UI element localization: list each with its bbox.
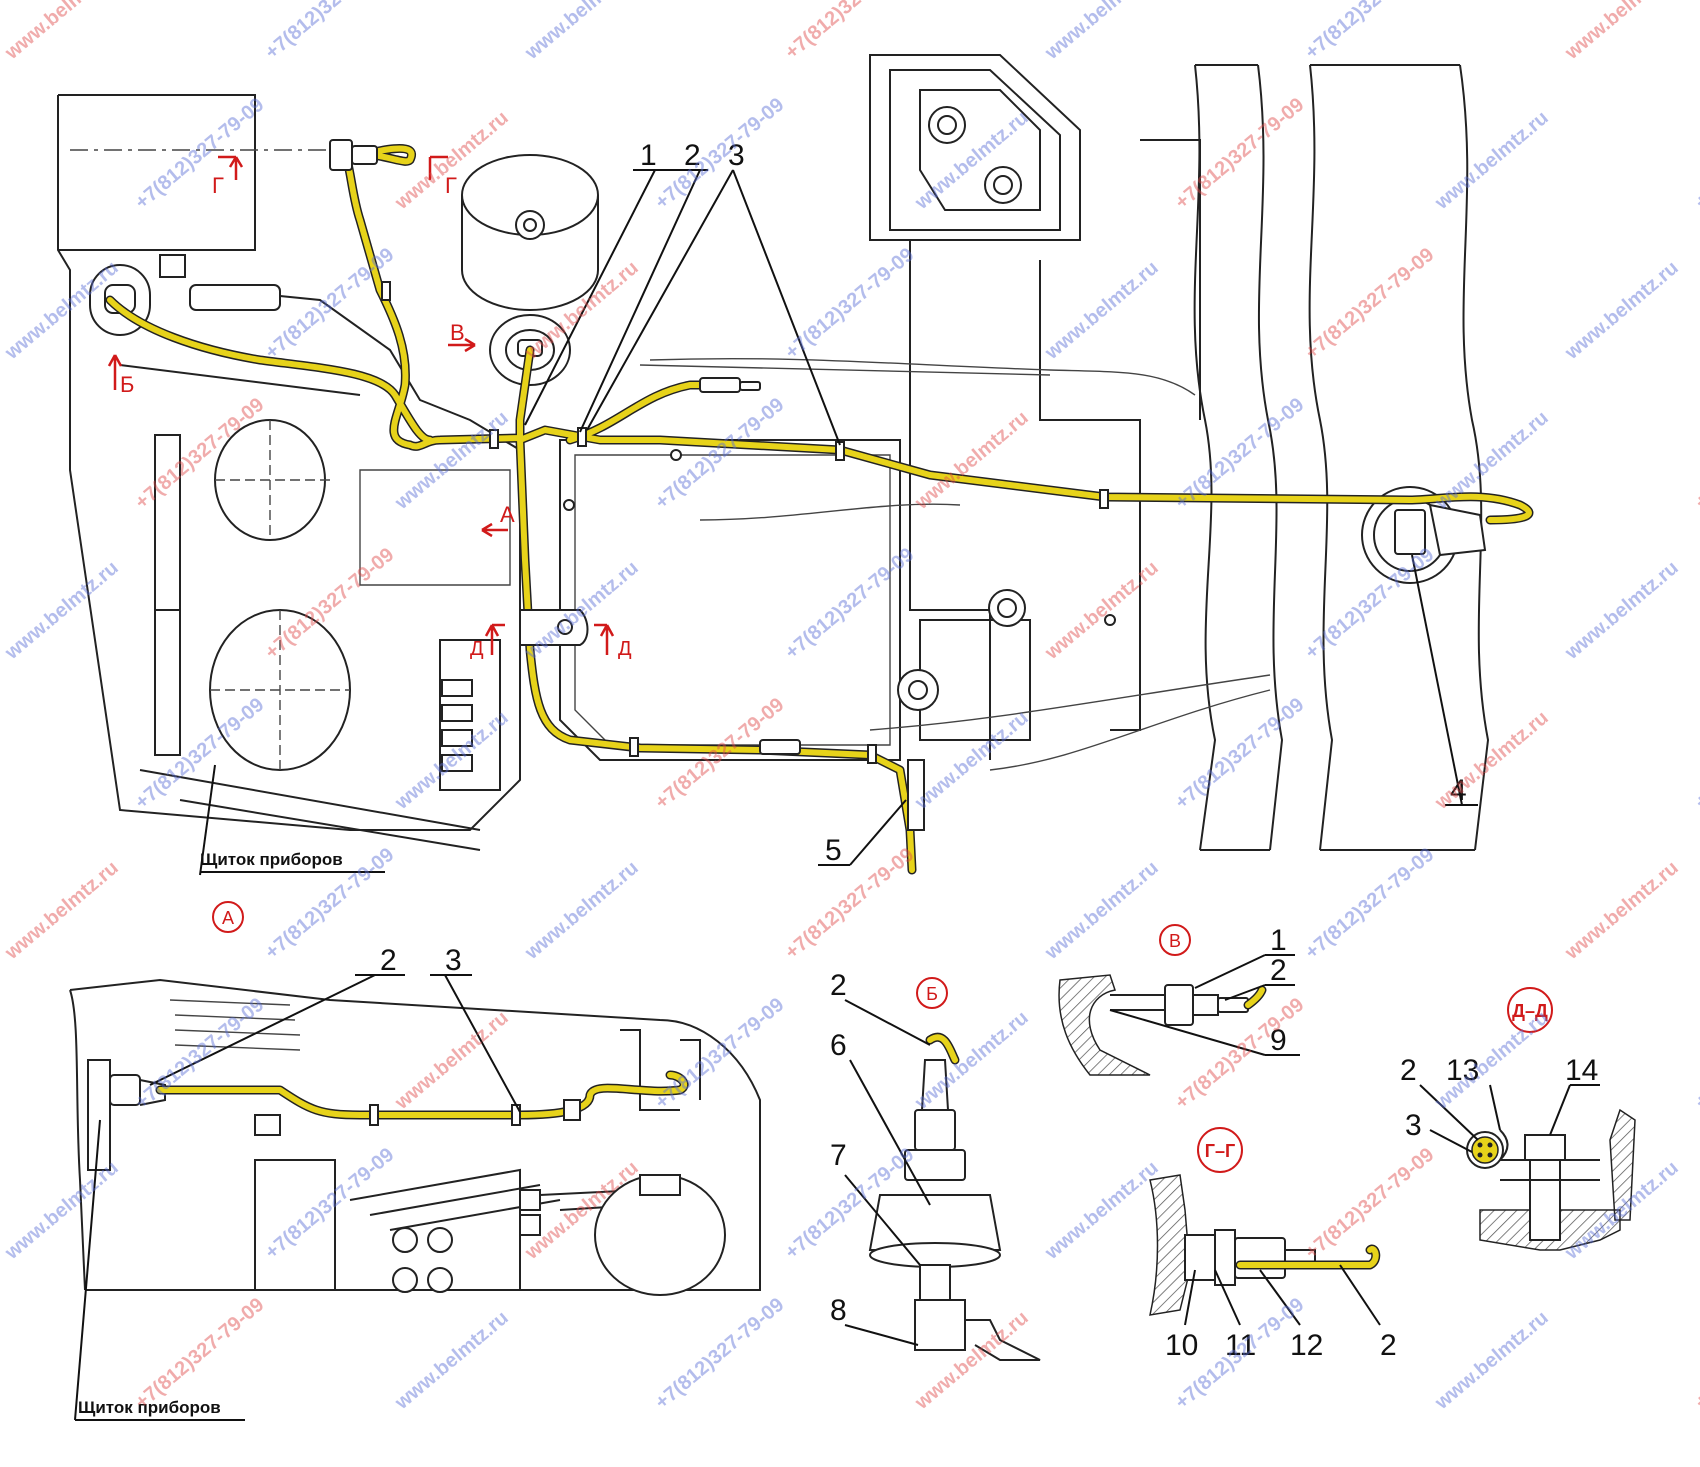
watermark-phone: +7(812)327-79-09 <box>261 0 398 64</box>
watermark-site: www.belmtz.ru <box>0 0 122 64</box>
view-a-callout-2: 2 <box>380 944 397 977</box>
view-b-callout-8: 8 <box>830 1294 847 1327</box>
watermark-site: www.belmtz.ru <box>1430 107 1552 215</box>
watermark-phone: +7(812)327-79-09 <box>781 544 918 664</box>
watermark-site: www.belmtz.ru <box>0 557 122 665</box>
view-b: Б 2 6 7 8 <box>830 969 1041 1361</box>
view-d-callout-14: 14 <box>1565 1054 1598 1087</box>
view-g: Г–Г 10 11 12 2 <box>1149 1127 1397 1362</box>
watermark-site: www.belmtz.ru <box>390 1007 512 1115</box>
view-a: А 2 3 Щиток приборов <box>69 901 761 1421</box>
view-g-callout-2: 2 <box>1380 1329 1397 1362</box>
callout-2: 2 <box>684 139 701 172</box>
view-v-callout-2: 2 <box>1270 954 1287 987</box>
watermark-site: www.belmtz.ru <box>390 707 512 815</box>
watermark-site: www.belmtz.ru <box>0 1157 122 1265</box>
watermark-site: www.belmtz.ru <box>1040 257 1162 365</box>
view-b-callout-7: 7 <box>830 1139 847 1172</box>
view-g-callout-12: 12 <box>1290 1329 1323 1362</box>
view-b-callout-2: 2 <box>830 969 847 1002</box>
watermark-phone: +7(812)327-79-09 <box>1301 244 1438 364</box>
view-g-callout-10: 10 <box>1165 1329 1198 1362</box>
view-d-callout-13: 13 <box>1446 1054 1479 1087</box>
marker-d-right: Д <box>618 638 632 660</box>
marker-b-main: Б <box>120 372 134 397</box>
watermark-phone: +7(812)327-79-09 <box>131 1294 268 1414</box>
watermark-phone: +7(812)327-79-09 <box>1171 694 1308 814</box>
callout-3: 3 <box>728 139 745 172</box>
watermark-site: www.belmtz.ru <box>1560 257 1682 365</box>
watermark-phone: +7(812)327-79-09 <box>781 844 918 964</box>
watermark-site: www.belmtz.ru <box>1560 857 1682 965</box>
watermark-phone: +7(812)327-79-09 <box>1691 1294 1700 1414</box>
view-d-callout-2: 2 <box>1400 1054 1417 1087</box>
watermark-phone: +7(812)327-79-09 <box>781 244 918 364</box>
panel-label-main: Щиток приборов <box>200 850 343 869</box>
watermark-phone: +7(812)327-79-09 <box>131 994 268 1114</box>
watermark-site: www.belmtz.ru <box>1430 1307 1552 1415</box>
marker-g-left: Г <box>212 173 224 198</box>
view-g-callout-11: 11 <box>1225 1329 1256 1362</box>
watermark-phone: +7(812)327-79-09 <box>1301 844 1438 964</box>
view-d-title: Д–Д <box>1512 1001 1548 1021</box>
view-d-callout-3: 3 <box>1405 1109 1422 1142</box>
wire-harness <box>105 144 1534 875</box>
view-g-title: Г–Г <box>1205 1141 1235 1161</box>
watermark-site: www.belmtz.ru <box>1040 1157 1162 1265</box>
watermark-site: www.belmtz.ru <box>1430 707 1552 815</box>
panel-label-view-a: Щиток приборов <box>78 1398 221 1417</box>
watermark-phone: +7(812)327-79-09 <box>1691 94 1700 214</box>
watermark-phone: +7(812)327-79-09 <box>131 94 268 214</box>
view-a-title: А <box>222 908 234 928</box>
watermark-phone: +7(812)327-79-09 <box>651 94 788 214</box>
watermark-site: www.belmtz.ru <box>0 857 122 965</box>
watermark-site: www.belmtz.ru <box>390 1307 512 1415</box>
watermark-site: www.belmtz.ru <box>520 857 642 965</box>
marker-d-left: Д <box>470 638 484 660</box>
watermark-site: www.belmtz.ru <box>910 407 1032 515</box>
callout-4: 4 <box>1450 774 1467 807</box>
callout-5: 5 <box>825 834 842 867</box>
marker-v-main: В <box>450 320 465 345</box>
watermark-phone: +7(812)327-79-09 <box>1691 994 1700 1114</box>
watermark-site: www.belmtz.ru <box>1560 557 1682 665</box>
main-view <box>57 54 1534 875</box>
view-v-callout-9: 9 <box>1270 1024 1287 1057</box>
watermark-phone: +7(812)327-79-09 <box>651 994 788 1114</box>
watermark-phone: +7(812)327-79-09 <box>651 1294 788 1414</box>
watermark-site: www.belmtz.ru <box>1040 0 1162 64</box>
watermark-site: www.belmtz.ru <box>520 0 642 64</box>
view-b-title: Б <box>926 984 938 1004</box>
marker-a-main: А <box>500 502 515 527</box>
view-v: В 1 2 9 <box>1058 924 1300 1076</box>
marker-g-right: Г <box>445 173 457 198</box>
view-a-callout-3: 3 <box>445 944 462 977</box>
view-v-title: В <box>1169 931 1181 951</box>
watermark-phone: +7(812)327-79-09 <box>261 244 398 364</box>
watermark-site: www.belmtz.ru <box>910 707 1032 815</box>
watermark-phone: +7(812)327-79-09 <box>1691 394 1700 514</box>
watermark-phone: +7(812)327-79-09 <box>1691 694 1700 814</box>
callout-1: 1 <box>640 139 657 172</box>
watermark-site: www.belmtz.ru <box>1560 0 1682 64</box>
watermark-site: www.belmtz.ru <box>1040 857 1162 965</box>
view-d: Д–Д 2 13 3 14 <box>1400 987 1636 1251</box>
section-markers: Г Г Б В А Д Д <box>107 155 632 660</box>
watermark-phone: +7(812)327-79-09 <box>1301 0 1438 64</box>
watermark-phone: +7(812)327-79-09 <box>1171 94 1308 214</box>
watermark-site: www.belmtz.ru <box>1040 557 1162 665</box>
view-b-callout-6: 6 <box>830 1029 847 1062</box>
main-callouts: 1 2 3 4 5 <box>524 139 1478 867</box>
view-v-callout-1: 1 <box>1270 924 1287 957</box>
